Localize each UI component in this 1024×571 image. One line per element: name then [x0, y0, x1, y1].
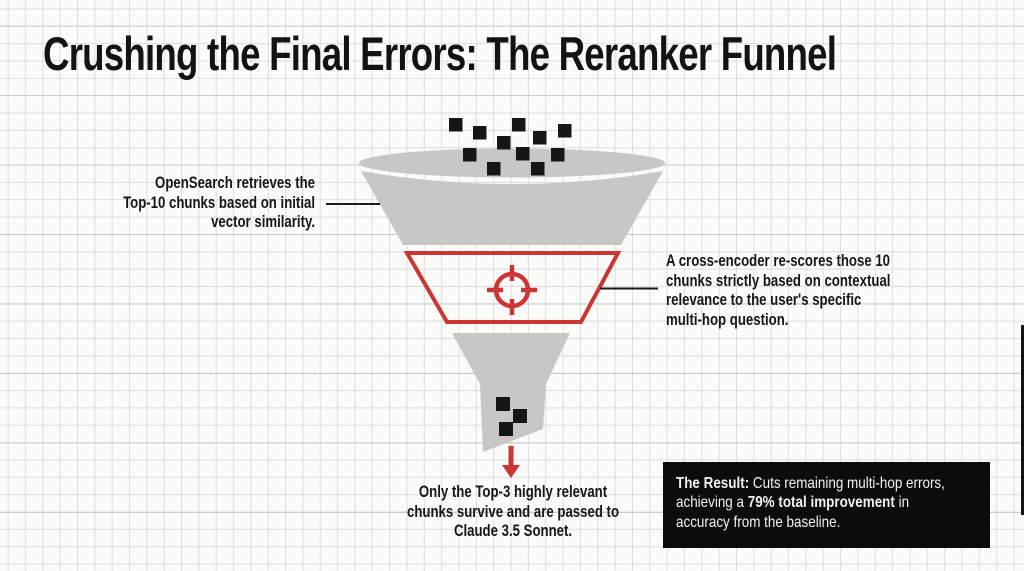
annotation-retrieval: OpenSearch retrieves the Top-10 chunks b…: [123, 174, 315, 231]
chunk-square: [531, 162, 545, 176]
chunk-square: [449, 118, 463, 132]
result-line-1: The Result: Cuts remaining multi-hop err…: [676, 474, 977, 493]
arrow-down-icon: [502, 446, 520, 478]
reranker-stage-outline: [403, 251, 622, 324]
annotation-output: Only the Top-3 highly relevant chunks su…: [406, 483, 620, 540]
funnel-rim: [359, 148, 665, 178]
chunk-square: [463, 148, 477, 162]
chunk-square: [497, 136, 511, 150]
result-line-3: accuracy from the baseline.: [676, 513, 977, 532]
result-text-4: accuracy from the baseline.: [676, 513, 841, 531]
page-title: Crushing the Final Errors: The Reranker …: [43, 26, 1024, 81]
page-title-text: Crushing the Final Errors: The Reranker …: [43, 27, 837, 80]
chunk-square: [512, 118, 526, 132]
output-chunks: [496, 397, 527, 436]
chunk-square: [487, 162, 501, 176]
target-icon: [487, 265, 537, 315]
result-text-3: in: [894, 494, 910, 512]
result-callout: The Result: Cuts remaining multi-hop err…: [663, 462, 990, 548]
funnel-body: [361, 171, 663, 245]
chunk-square: [473, 126, 487, 140]
screen-edge-artifact: [1021, 325, 1024, 515]
chunk-square: [533, 131, 547, 145]
chunk-square: [516, 147, 530, 161]
chunk-square: [499, 422, 513, 436]
input-chunks: [449, 118, 572, 176]
chunk-square: [558, 124, 572, 138]
chunk-square: [496, 397, 510, 411]
result-text-1: Cuts remaining multi-hop errors,: [749, 475, 945, 492]
result-label: The Result:: [676, 475, 750, 492]
result-text-2: achieving a: [676, 494, 748, 512]
chunk-square: [513, 409, 527, 423]
annotation-reranker: A cross-encoder re-scores those 10 chunk…: [666, 252, 891, 329]
result-highlight: 79% total improvement: [747, 494, 895, 512]
funnel-stem: [452, 333, 570, 452]
chunk-square: [551, 148, 565, 162]
result-line-2: achieving a 79% total improvement in: [676, 493, 977, 512]
